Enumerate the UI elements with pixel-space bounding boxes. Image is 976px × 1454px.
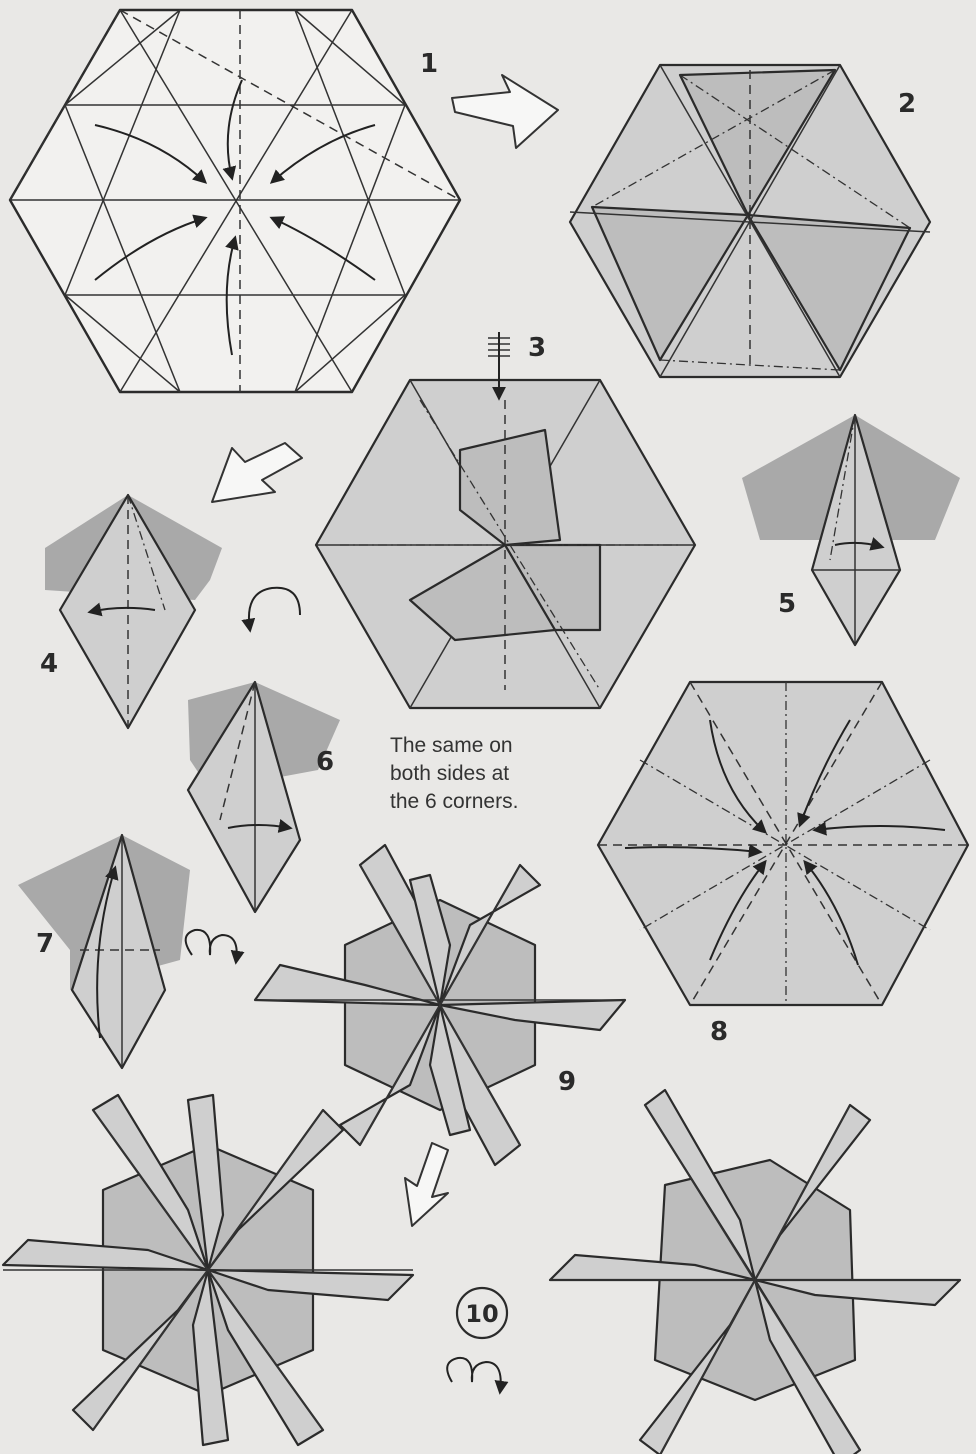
- step-9-number: 9: [558, 1067, 576, 1097]
- final-star-front: [3, 1095, 413, 1445]
- note-line-3: the 6 corners.: [390, 790, 518, 813]
- step-7-number: 7: [36, 929, 54, 959]
- step-1-to-2-arrow: [452, 75, 558, 148]
- repeat-note: The same on both sides at the 6 corners.: [390, 734, 518, 813]
- step-8-number: 8: [710, 1017, 728, 1047]
- step-1-figure: [10, 10, 460, 392]
- final-star-back: [550, 1090, 960, 1454]
- step-6-figure: [188, 682, 340, 912]
- step-9-to-10-arrow: [405, 1143, 448, 1226]
- step-2-number: 2: [898, 89, 916, 119]
- note-line-2: both sides at: [390, 762, 509, 785]
- step-4-number: 4: [40, 649, 58, 679]
- step-5-number: 5: [778, 589, 796, 619]
- step-1-number: 1: [420, 49, 438, 79]
- turn-over-icon-step-10: [447, 1358, 501, 1392]
- step-3-number: 3: [528, 333, 546, 363]
- step-10-marker: 10: [447, 1288, 507, 1392]
- step-9-figure: [255, 845, 625, 1165]
- step-6-number: 6: [316, 747, 334, 777]
- step-3-to-4-arrow: [212, 443, 302, 502]
- step-2-figure: [570, 65, 930, 377]
- step-8-figure: [598, 682, 968, 1005]
- step-10-number: 10: [465, 1300, 498, 1328]
- step-5-figure: [742, 415, 960, 645]
- note-line-1: The same on: [390, 734, 513, 757]
- turn-over-icon-step-7: [186, 930, 237, 962]
- rotate-arrow-icon: [249, 588, 300, 630]
- step-4-figure: [45, 495, 222, 728]
- step-3-figure: [316, 332, 695, 708]
